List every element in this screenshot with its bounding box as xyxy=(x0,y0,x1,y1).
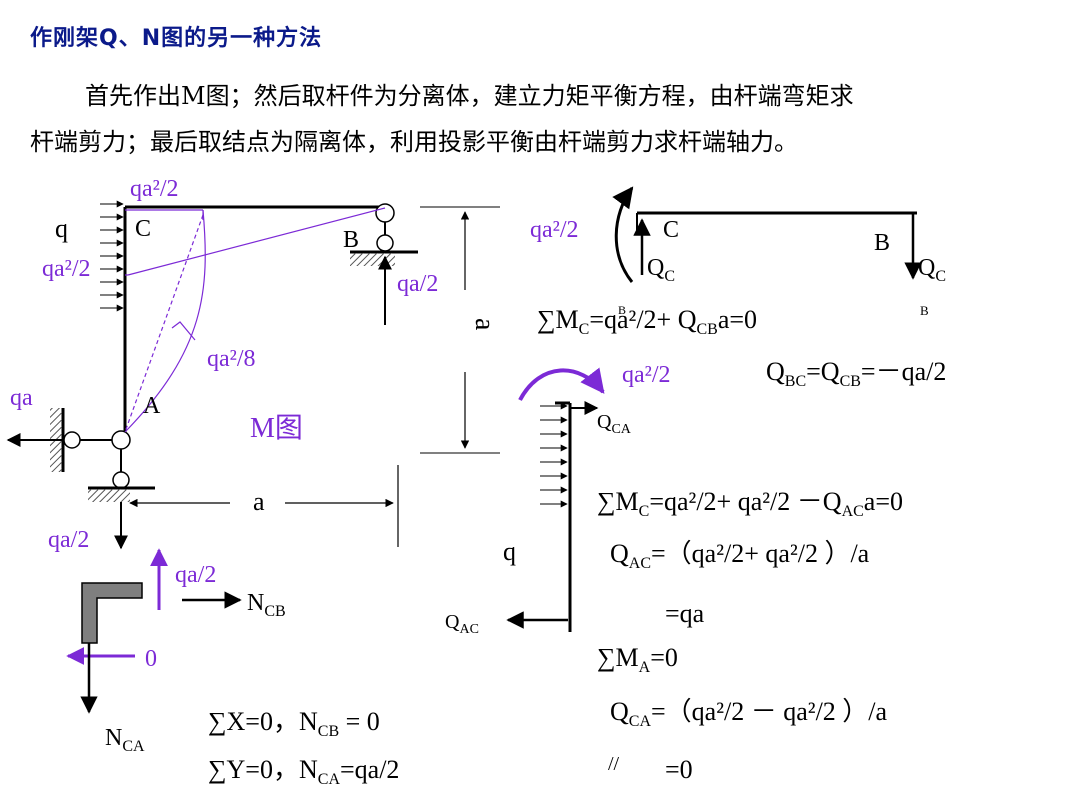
stray-mark: // xyxy=(608,753,620,775)
beam-moment-label: qa²/2 xyxy=(530,217,579,243)
joint-c-shape xyxy=(81,582,143,644)
label-moment-mid: qa²/8 xyxy=(207,346,256,372)
label-node-c: C xyxy=(135,216,151,242)
intro-line-2: 杆端剪力；最后取结点为隔离体，利用投影平衡由杆端剪力求杆端轴力。 xyxy=(30,128,798,156)
eq-sum-y: ∑Y=0，NCA=qa/2 xyxy=(208,755,399,788)
eq-shear-bc: QBC=QCB=－qa/2 xyxy=(766,357,946,390)
distributed-load xyxy=(100,200,124,312)
label-reaction-b: qa/2 xyxy=(397,271,438,297)
label-m-diagram: M图 xyxy=(250,413,303,444)
column-free-body: qa²/2 QCA q QAC ∑MC=qa²/2+ qa²/2 －QACa=0… xyxy=(445,362,903,784)
eq-shear-ac: QAC=（qa²/2+ qa²/2 ）/a xyxy=(610,539,870,572)
beam-free-body: qa²/2 C B QC QC B ∑MC=qa²/2+ QCBa=0 B QB… xyxy=(530,186,946,390)
intro-line-1: 首先作出M图；然后取杆件为分离体，建立力矩平衡方程，由杆端弯矩求 xyxy=(85,82,854,110)
beam-shear-b: QC xyxy=(918,255,946,285)
eq-shear-ca: QCA=（qa²/2 － qa²/2 ）/a xyxy=(610,697,888,730)
label-load-q: q xyxy=(55,214,68,243)
column-moment-label: qa²/2 xyxy=(622,362,671,388)
joint-label-down: NCA xyxy=(105,725,145,755)
beam-stray-b: B xyxy=(920,303,929,318)
column-moment-arrow xyxy=(518,367,605,401)
eq-shear-ca-result: =0 xyxy=(665,755,693,784)
moment-c-arrow xyxy=(612,186,634,283)
eq-moment-a: ∑MA=0 xyxy=(597,643,678,676)
label-moment-left: qa²/2 xyxy=(42,256,91,282)
frame-structure: q C B A qa²/2 qa²/2 qa²/8 qa/2 qa qa/2 M… xyxy=(6,176,500,553)
joint-free-body: qa/2 NCB 0 NCA ∑X=0，NCB = 0 ∑Y=0，NCA=qa/… xyxy=(66,548,399,788)
ground-b xyxy=(350,253,395,266)
column-load-arrows xyxy=(540,402,568,508)
beam-node-b: B xyxy=(874,230,890,256)
label-moment-top: qa²/2 xyxy=(130,176,179,202)
column-load-q: q xyxy=(503,537,516,566)
hinge-b-bottom xyxy=(376,234,394,252)
beam-node-c: C xyxy=(663,217,679,243)
hinge-b-top xyxy=(375,203,395,223)
eq-sum-x: ∑X=0，NCB = 0 xyxy=(208,707,380,740)
column-shear-ca: QCA xyxy=(597,411,632,437)
label-dim-horizontal: a xyxy=(253,487,265,516)
eq-moment-c: ∑MC=qa²/2+ QCBa=0 xyxy=(537,305,757,338)
eq-shear-ac-result: =qa xyxy=(665,599,705,628)
column-shear-ac: QAC xyxy=(445,611,479,637)
joint-label-up: qa/2 xyxy=(175,562,216,588)
slide-title: 作刚架Q、N图的另一种方法 xyxy=(30,26,323,51)
label-dim-vertical: a xyxy=(469,318,500,331)
label-node-b: B xyxy=(343,227,359,253)
joint-label-right: NCB xyxy=(247,590,286,620)
joint-label-left: 0 xyxy=(145,646,157,672)
beam-shear-c: QC xyxy=(647,255,675,285)
eq-moment-c-column: ∑MC=qa²/2+ qa²/2 －QACa=0 xyxy=(597,487,903,520)
eq-stray-b: B xyxy=(618,303,626,317)
label-reaction-a-h: qa xyxy=(10,385,33,411)
ground-a-bottom xyxy=(88,489,130,502)
label-reaction-a-v: qa/2 xyxy=(48,527,89,553)
moment-diagram xyxy=(124,207,386,433)
label-node-a: A xyxy=(143,393,161,419)
hinge-a xyxy=(111,430,131,450)
